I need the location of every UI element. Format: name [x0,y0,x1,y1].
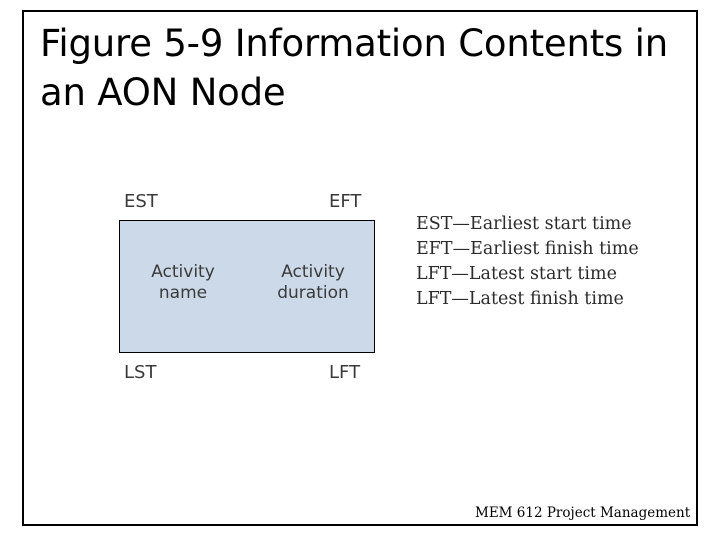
label-lst: LST [124,362,157,383]
legend-item-lft: LFT—Latest finish time [416,288,624,309]
page-title: Figure 5-9 Information Contents in an AO… [40,22,668,114]
cell-activity-name: Activity name [151,262,215,304]
label-eft: EFT [329,191,362,212]
aon-node-diagram: EST EFT LST LFT Activity name Activity d… [110,180,670,400]
slide-footer: MEM 612 Project Management [475,505,691,521]
legend-item-lst: LFT—Latest start time [416,263,617,284]
aon-node-box [119,220,375,353]
slide-border [22,10,698,526]
legend-item-est: EST—Earliest start time [416,214,632,234]
cell-activity-duration: Activity duration [277,262,349,304]
legend: EST—Earliest start time EFT—Earliest fin… [416,212,666,311]
label-lft: LFT [329,362,361,383]
label-est: EST [124,191,158,212]
legend-item-eft: EFT—Earliest finish time [416,238,639,259]
